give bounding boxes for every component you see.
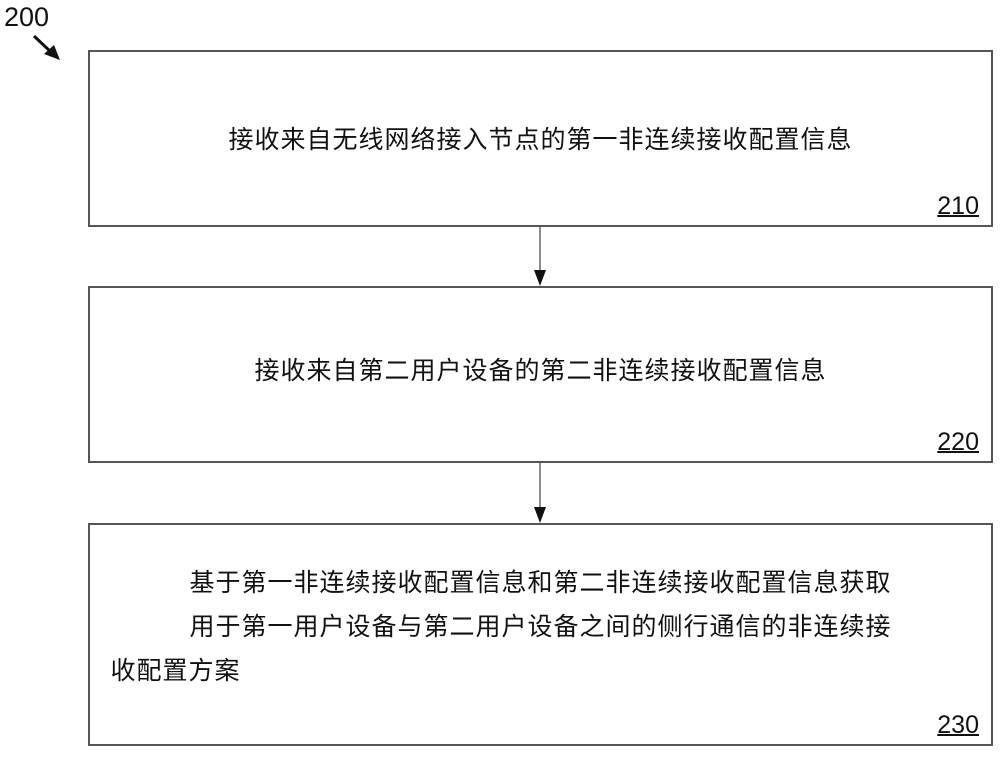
step-text-line-1: 基于第一非连续接收配置信息和第二非连续接收配置信息获取: [189, 568, 892, 597]
step-ref: 210: [937, 192, 979, 220]
step-ref: 220: [937, 428, 979, 456]
step-box-220: 接收来自第二用户设备的第二非连续接收配置信息 220: [88, 286, 993, 463]
step-text-line-3: 收配置方案: [110, 656, 241, 685]
step-ref: 230: [937, 711, 979, 739]
step-text-line-2: 用于第一用户设备与第二用户设备之间的侧行通信的非连续接: [189, 612, 892, 641]
figure-pointer-arrow: [32, 34, 60, 60]
step-box-210: 接收来自无线网络接入节点的第一非连续接收配置信息 210: [88, 50, 993, 227]
step-text: 接收来自第二用户设备的第二非连续接收配置信息: [254, 356, 827, 385]
arrow-210-to-220: [534, 226, 546, 286]
figure-label: 200: [4, 2, 50, 32]
step-box-230: 基于第一非连续接收配置信息和第二非连续接收配置信息获取 用于第一用户设备与第二用…: [88, 523, 993, 746]
arrow-220-to-230: [534, 462, 546, 523]
step-text: 接收来自无线网络接入节点的第一非连续接收配置信息: [228, 125, 853, 154]
